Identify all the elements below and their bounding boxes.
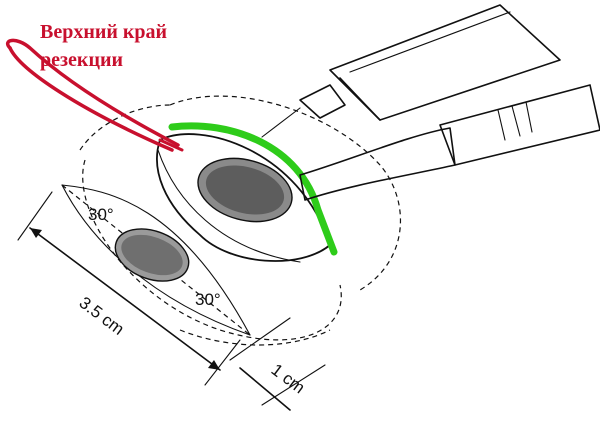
lesion-lower xyxy=(114,228,190,282)
excised-specimen xyxy=(156,133,332,263)
syringe-icon xyxy=(261,4,561,138)
annotation-line-2: резекции xyxy=(40,49,123,71)
length-label: 3.5 cm xyxy=(76,293,128,339)
dimension-margin: 1 cm xyxy=(229,317,326,411)
annotation-line-1: Верхний край xyxy=(40,21,167,43)
scalpel-icon xyxy=(299,84,600,201)
planned-excision-outlines xyxy=(79,95,402,346)
angle-upper-label: 30° xyxy=(88,205,114,224)
margin-label: 1 cm xyxy=(268,360,309,397)
angle-lower-label: 30° xyxy=(195,290,221,309)
forceps-icon xyxy=(6,38,184,152)
